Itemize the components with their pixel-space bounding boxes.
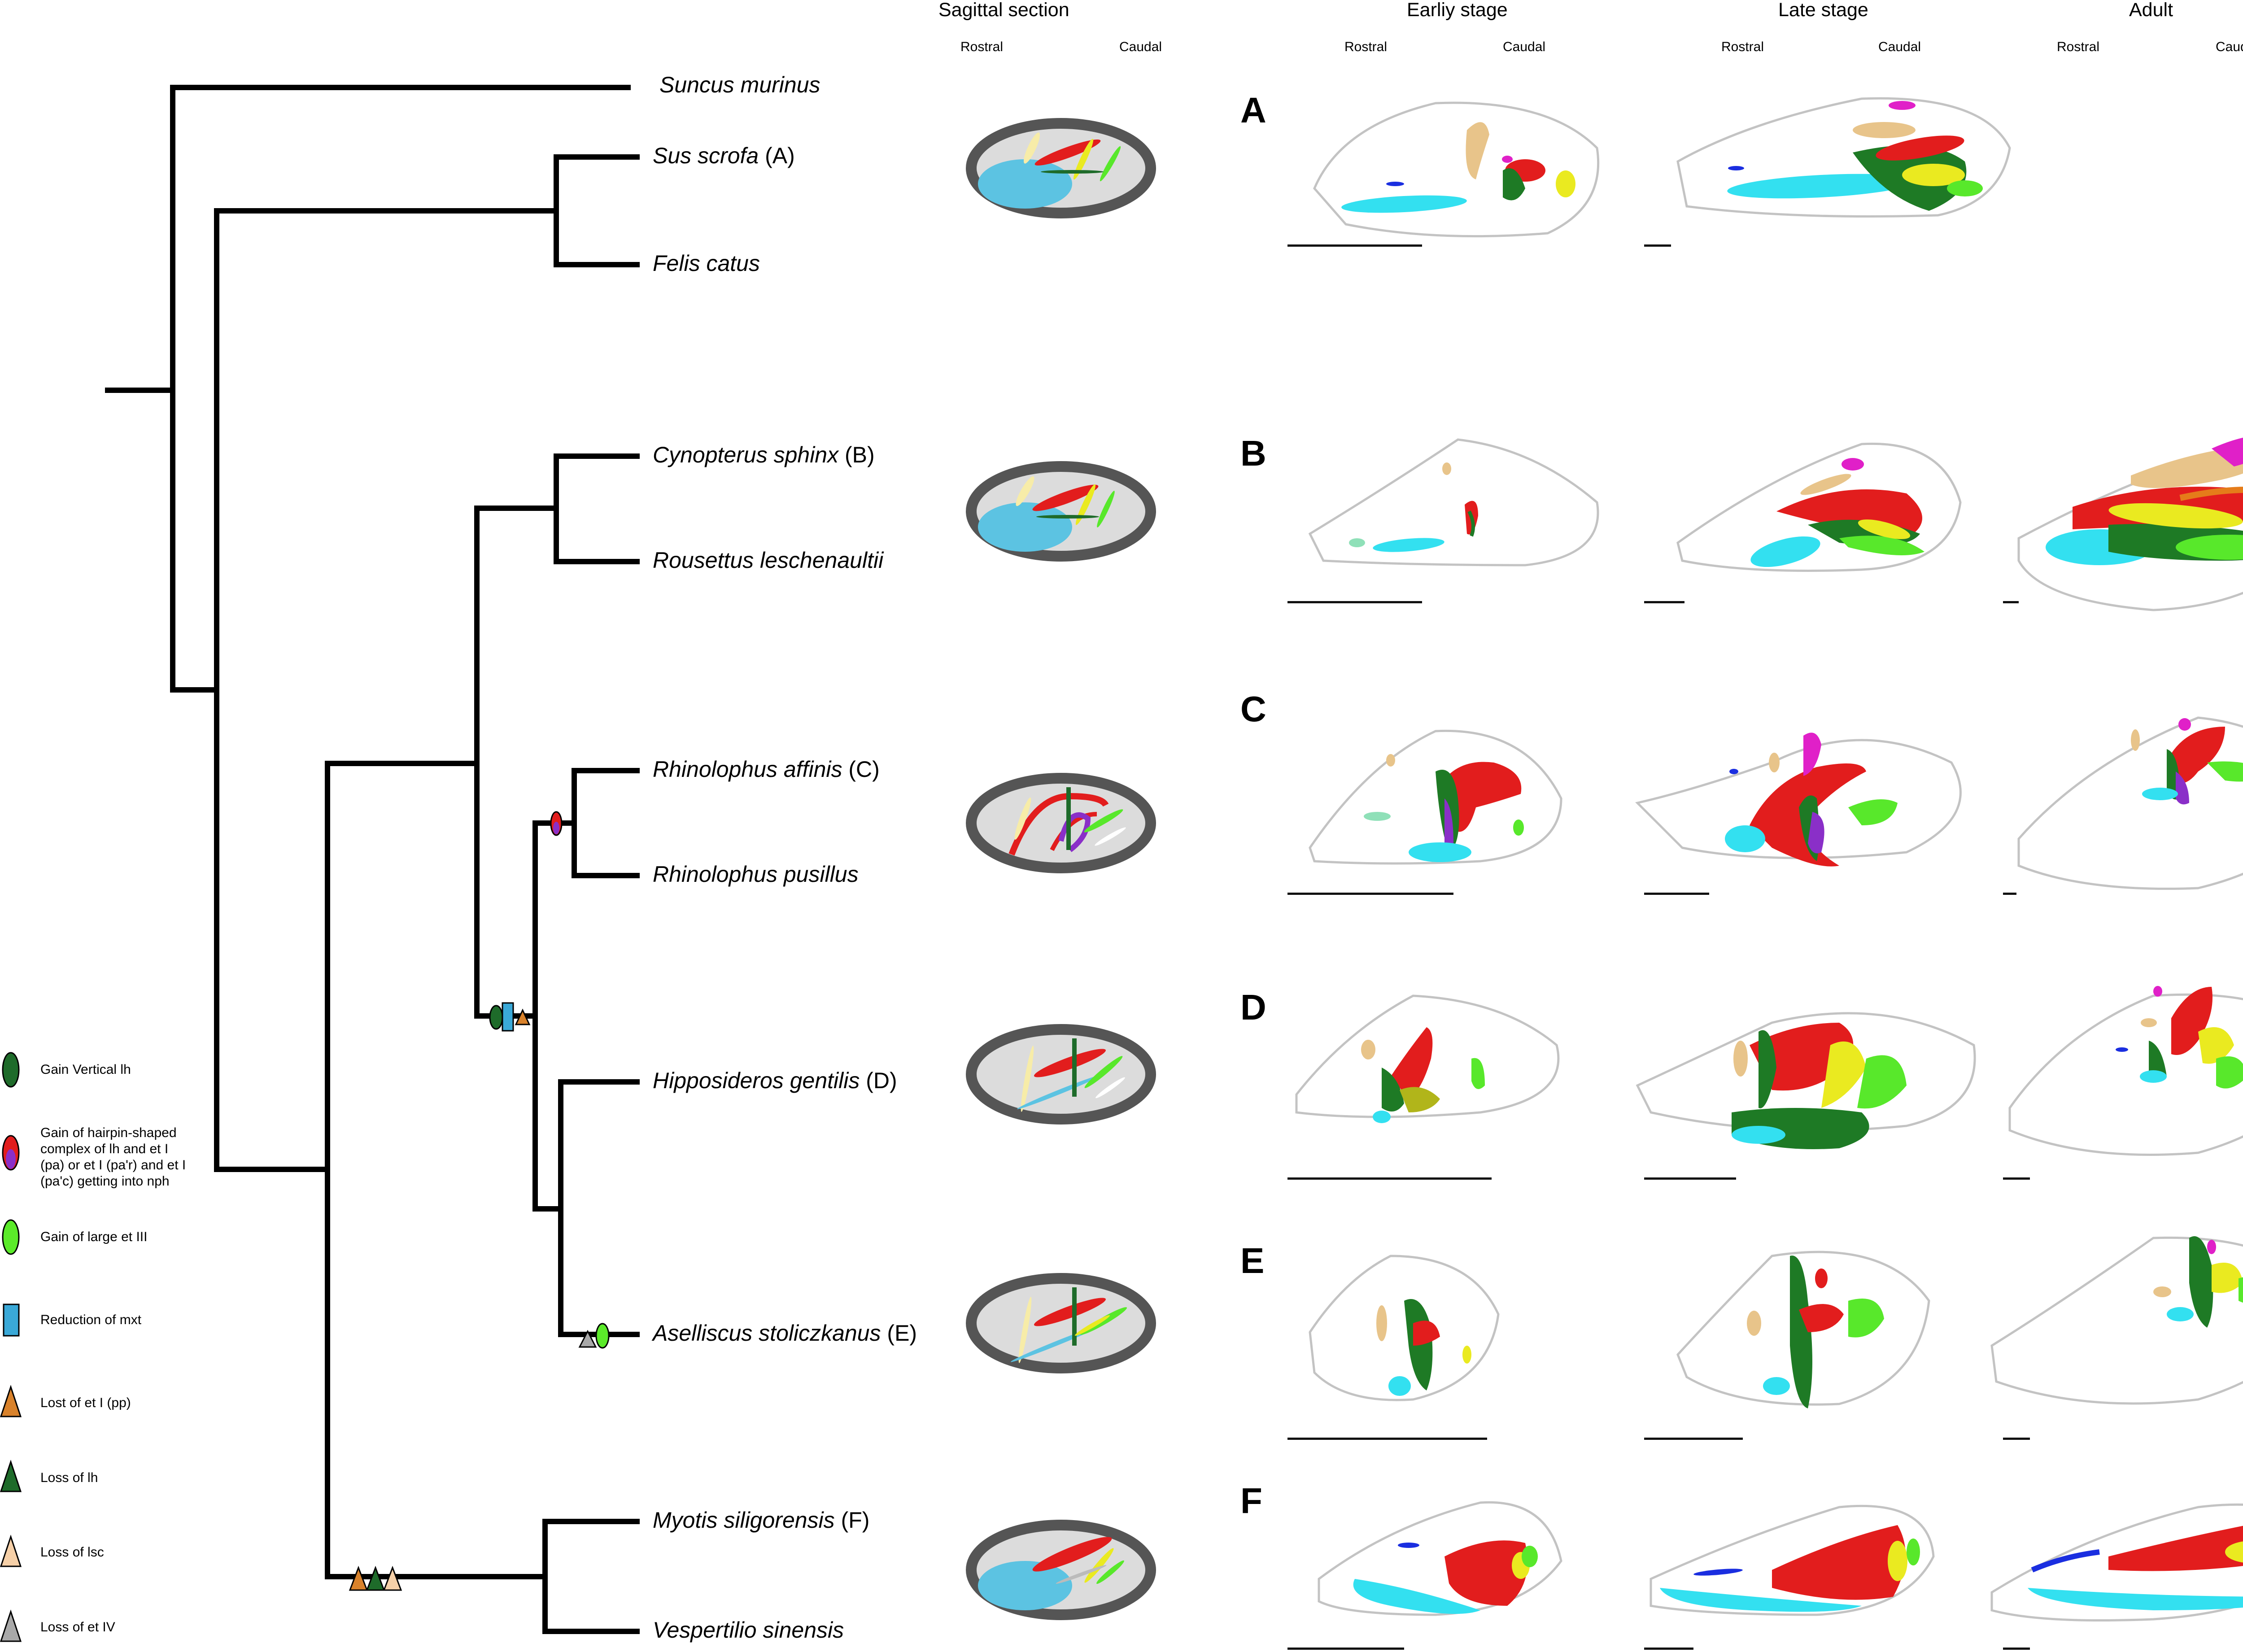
specimen-f-late — [1650, 1504, 1935, 1616]
rostral-label-late: Rostral — [1721, 39, 1764, 54]
taxon-rousettus-leschenaultii: Rousettus leschenaultii — [653, 548, 884, 573]
blue-rectangle-icon — [3, 1303, 20, 1337]
orange-triangle-icon — [0, 1385, 22, 1417]
specimen-b-early — [1308, 438, 1599, 567]
specimen-f-adult — [1990, 1503, 2243, 1621]
specimen-e-adult — [1990, 1236, 2243, 1405]
scale-bar-a-late — [1644, 244, 1671, 247]
header-adult: Adult — [2129, 0, 2173, 21]
scale-bar-f-early — [1287, 1648, 1404, 1650]
panel-label-d: D — [1240, 987, 1266, 1027]
scale-bar-e-adult — [2003, 1438, 2030, 1440]
legend-gain-large-et-iii: Gain of large et III — [40, 1229, 148, 1244]
legend-reduction-mxt: Reduction of mxt — [40, 1312, 142, 1327]
et-i-pp-loss-marker-2-icon — [349, 1565, 368, 1591]
specimen-a-late — [1676, 97, 2011, 218]
taxon-sus-scrofa: Sus scrofa (A) — [653, 143, 795, 168]
panel-label-a: A — [1240, 90, 1266, 130]
scale-bar-b-adult — [2003, 601, 2019, 603]
peach-triangle-icon — [0, 1534, 22, 1567]
legend-loss-et-iv: Loss of et IV — [40, 1620, 115, 1635]
taxon-hipposideros-gentilis: Hipposideros gentilis (D) — [653, 1068, 897, 1093]
scale-bar-e-late — [1644, 1438, 1743, 1440]
scale-bar-d-adult — [2003, 1177, 2030, 1180]
legend-lost-et-i-pp: Lost of et I (pp) — [40, 1395, 131, 1410]
header-late-stage: Late stage — [1778, 0, 1868, 21]
scale-bar-f-adult — [2003, 1648, 2030, 1650]
header-early-stage: Earliy stage — [1407, 0, 1508, 21]
et-i-pp-loss-marker-icon — [515, 1008, 531, 1025]
specimen-a-early — [1313, 101, 1600, 238]
specimen-f-early — [1318, 1501, 1562, 1616]
scale-bar-d-early — [1287, 1177, 1492, 1180]
scale-bar-e-early — [1287, 1438, 1487, 1440]
taxon-suncus-murinus: Suncus murinus — [659, 72, 820, 97]
mxt-reduction-marker-icon — [502, 1002, 514, 1032]
legend-loss-lsc: Loss of lsc — [40, 1545, 104, 1560]
specimen-e-early — [1309, 1255, 1500, 1401]
et-iii-gain-marker-icon — [595, 1323, 610, 1349]
caudal-label-sagittal: Caudal — [1119, 39, 1162, 54]
legend-gain-hairpin-complex: Gain of hairpin-shaped complex of lh and… — [40, 1125, 186, 1189]
header-sagittal-section: Sagittal section — [938, 0, 1069, 21]
sagittal-section-d — [971, 1029, 1151, 1119]
scale-bar-f-late — [1644, 1648, 1693, 1650]
scale-bar-d-late — [1644, 1177, 1736, 1180]
scale-bar-c-early — [1287, 893, 1453, 895]
dark-green-ellipse-icon — [2, 1052, 20, 1088]
taxon-rhinolophus-affinis: Rhinolophus affinis (C) — [653, 757, 880, 782]
et-iv-loss-marker-icon — [578, 1329, 597, 1348]
scale-bar-b-early — [1287, 601, 1422, 603]
gray-triangle-icon — [0, 1609, 22, 1642]
sagittal-section-e — [971, 1278, 1151, 1368]
sagittal-section-a — [971, 123, 1151, 213]
legend-gain-vertical-lh: Gain Vertical lh — [40, 1062, 131, 1077]
lh-loss-marker-icon — [366, 1565, 385, 1591]
scale-bar-a-early — [1287, 244, 1422, 247]
panel-label-c: C — [1240, 689, 1266, 729]
caudal-label-adult: Caudal — [2216, 39, 2243, 54]
rostral-label-adult: Rostral — [2057, 39, 2100, 54]
caudal-label-early: Caudal — [1503, 39, 1546, 54]
taxon-myotis-siligorensis: Myotis siligorensis (F) — [653, 1508, 870, 1533]
taxon-aselliscus-stoliczkanus: Aselliscus stoliczkanus (E) — [653, 1321, 917, 1346]
light-green-ellipse-icon — [2, 1219, 20, 1255]
specimen-e-late — [1676, 1251, 1930, 1406]
taxon-rhinolophus-pusillus: Rhinolophus pusillus — [653, 862, 859, 887]
panel-label-b: B — [1240, 433, 1266, 473]
scale-bar-c-late — [1644, 893, 1709, 895]
specimen-d-adult — [2008, 993, 2243, 1156]
specimen-b-late — [1676, 442, 1962, 572]
panel-label-e: E — [1240, 1241, 1265, 1281]
panel-label-f: F — [1240, 1481, 1262, 1521]
sagittal-section-f — [971, 1525, 1151, 1615]
specimen-c-adult — [2017, 716, 2243, 890]
taxon-cynopterus-sphinx: Cynopterus sphinx (B) — [653, 442, 875, 467]
sagittal-section-b — [971, 466, 1151, 556]
lsc-loss-marker-icon — [383, 1565, 402, 1591]
rostral-label-sagittal: Rostral — [960, 39, 1004, 54]
sagittal-section-c — [971, 778, 1151, 868]
taxon-felis-catus: Felis catus — [653, 251, 760, 276]
caudal-label-late: Caudal — [1878, 39, 1921, 54]
dark-green-triangle-icon — [0, 1460, 22, 1492]
scale-bar-b-late — [1644, 601, 1684, 603]
taxon-vespertilio-sinensis: Vespertilio sinensis — [653, 1617, 844, 1643]
legend-loss-lh: Loss of lh — [40, 1470, 98, 1485]
scale-bar-c-adult — [2003, 893, 2016, 895]
rostral-label-early: Rostral — [1344, 39, 1388, 54]
specimen-d-early — [1295, 994, 1560, 1118]
